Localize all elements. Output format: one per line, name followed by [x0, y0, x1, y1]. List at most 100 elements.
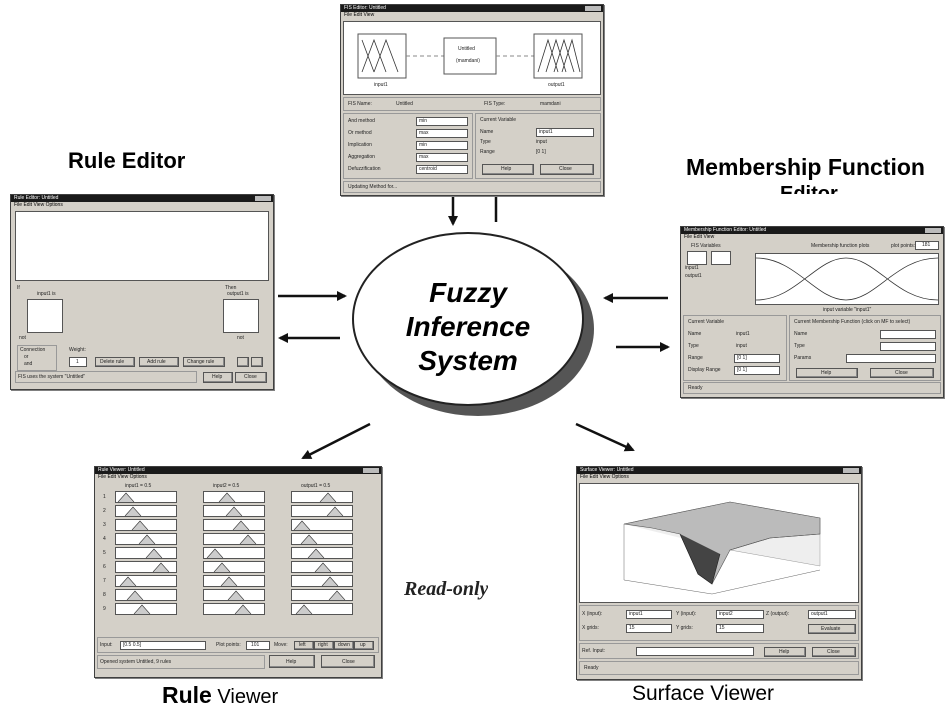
mf-editor-title: Membership Function Editor: Untitled	[684, 227, 767, 233]
window-controls-icon[interactable]	[925, 228, 941, 233]
rule-mf-plot[interactable]	[203, 533, 265, 545]
move-down-button[interactable]: down	[334, 641, 354, 650]
rule-mf-plot[interactable]	[291, 603, 353, 615]
input-mf-list[interactable]	[27, 299, 63, 333]
rule-mf-plot[interactable]	[203, 491, 265, 503]
fis-variable-input[interactable]	[687, 251, 707, 265]
rule-mf-plot[interactable]	[291, 561, 353, 573]
help-button[interactable]: Help	[269, 655, 315, 668]
and-radio[interactable]: and	[24, 361, 33, 367]
cv-display-range-input[interactable]: [0 1]	[734, 366, 780, 375]
close-button[interactable]: Close	[235, 372, 267, 383]
rule-mf-plot[interactable]	[203, 575, 265, 587]
rule-viewer-menu-bar[interactable]: File Edit View Options	[98, 474, 147, 480]
plot-points-input[interactable]: 181	[915, 241, 939, 250]
ref-input-field[interactable]	[636, 647, 754, 656]
move-left-button[interactable]: left	[294, 641, 314, 650]
mf-name-input[interactable]	[880, 330, 936, 339]
or-radio[interactable]: or	[24, 354, 29, 360]
change-rule-button[interactable]: Change rule	[183, 357, 225, 367]
rule-mf-plot[interactable]	[203, 505, 265, 517]
rule-mf-plot[interactable]	[291, 533, 353, 545]
input-vector-field[interactable]: [0.5 0.5]	[120, 641, 206, 650]
scroll-left-button[interactable]	[237, 357, 249, 367]
move-up-button[interactable]: up	[354, 641, 374, 650]
not-checkbox[interactable]: not	[237, 335, 244, 341]
cv-label: Display Range	[688, 367, 721, 373]
x-input-select[interactable]: input1	[626, 610, 672, 619]
method-select[interactable]: centroid	[416, 165, 468, 174]
mf-editor-menu-bar[interactable]: File Edit View	[684, 234, 715, 240]
fis-variable-output[interactable]	[711, 251, 731, 265]
surface-plot-area[interactable]	[579, 483, 859, 603]
add-rule-button[interactable]: Add rule	[139, 357, 179, 367]
fis-variable-name: output1	[685, 273, 702, 279]
rule-mf-plot[interactable]	[115, 575, 177, 587]
rule-mf-plot[interactable]	[115, 589, 177, 601]
y-input-select[interactable]: input2	[716, 610, 764, 619]
cv-range-input[interactable]: [0 1]	[734, 354, 780, 363]
help-button[interactable]: Help	[482, 164, 534, 175]
output-mf-list[interactable]	[223, 299, 259, 333]
rule-mf-plot[interactable]	[203, 547, 265, 559]
rule-mf-plot[interactable]	[115, 519, 177, 531]
rule-mf-plot[interactable]	[203, 561, 265, 573]
rule-editor-title: Rule Editor: Untitled	[14, 195, 59, 201]
method-select[interactable]: max	[416, 153, 468, 162]
method-select[interactable]: max	[416, 129, 468, 138]
window-controls-icon[interactable]	[363, 468, 379, 473]
scroll-right-button[interactable]	[251, 357, 263, 367]
mf-type-select[interactable]	[880, 342, 936, 351]
cv-name-input[interactable]: input1	[536, 128, 594, 137]
window-controls-icon[interactable]	[585, 6, 601, 11]
mf-editor-title-bar: Membership Function Editor: Untitled	[681, 227, 943, 234]
delete-rule-button[interactable]: Delete rule	[95, 357, 135, 367]
rule-mf-plot[interactable]	[291, 519, 353, 531]
method-select[interactable]: min	[416, 117, 468, 126]
help-button[interactable]: Help	[203, 372, 233, 383]
rule-mf-plot[interactable]	[115, 533, 177, 545]
rule-mf-plot[interactable]	[115, 547, 177, 559]
help-button[interactable]: Help	[764, 647, 806, 657]
evaluate-button[interactable]: Evaluate	[808, 624, 856, 634]
rule-mf-plot[interactable]	[291, 491, 353, 503]
fis-editor-menu-bar[interactable]: File Edit View	[344, 12, 375, 18]
z-output-select[interactable]: output1	[808, 610, 856, 619]
help-button[interactable]: Help	[796, 368, 858, 378]
rule-viewer-title: Rule Viewer: Untitled	[98, 467, 145, 473]
mf-plot-area[interactable]	[755, 253, 939, 305]
rule-mf-plot[interactable]	[203, 603, 265, 615]
rule-mf-plot[interactable]	[115, 491, 177, 503]
close-button[interactable]: Close	[540, 164, 594, 175]
plot-points-input[interactable]: 101	[246, 641, 270, 650]
close-button[interactable]: Close	[870, 368, 934, 378]
x-grids-input[interactable]: 15	[626, 624, 672, 633]
rule-mf-plot[interactable]	[291, 505, 353, 517]
rule-mf-plot[interactable]	[115, 505, 177, 517]
weight-input[interactable]: 1	[69, 357, 87, 367]
window-controls-icon[interactable]	[843, 468, 859, 473]
method-select[interactable]: min	[416, 141, 468, 150]
not-checkbox[interactable]: not	[19, 335, 26, 341]
y-grids-label: Y grids:	[676, 625, 693, 631]
rule-mf-plot[interactable]	[115, 603, 177, 615]
y-grids-input[interactable]: 15	[716, 624, 764, 633]
surface-viewer-menu-bar[interactable]: File Edit View Options	[580, 474, 629, 480]
mf-params-input[interactable]	[846, 354, 936, 363]
fis-status-bar: Updating Method for...	[343, 181, 601, 193]
rule-mf-plot[interactable]	[291, 575, 353, 587]
rule-mf-plot[interactable]	[291, 547, 353, 559]
rule-mf-plot[interactable]	[115, 561, 177, 573]
rule-row-number: 6	[103, 564, 106, 570]
close-button[interactable]: Close	[321, 655, 375, 668]
rule-mf-plot[interactable]	[203, 589, 265, 601]
window-controls-icon[interactable]	[255, 196, 271, 201]
arrow-center-to-rule-viewer	[301, 422, 371, 460]
close-button[interactable]: Close	[812, 647, 856, 657]
rule-mf-plot[interactable]	[291, 589, 353, 601]
mf-editor-label-cut: Editor	[780, 184, 838, 194]
rule-list[interactable]	[15, 211, 269, 281]
move-right-button[interactable]: right	[314, 641, 334, 650]
rule-mf-plot[interactable]	[203, 519, 265, 531]
rule-editor-menu-bar[interactable]: File Edit View Options	[14, 202, 63, 208]
